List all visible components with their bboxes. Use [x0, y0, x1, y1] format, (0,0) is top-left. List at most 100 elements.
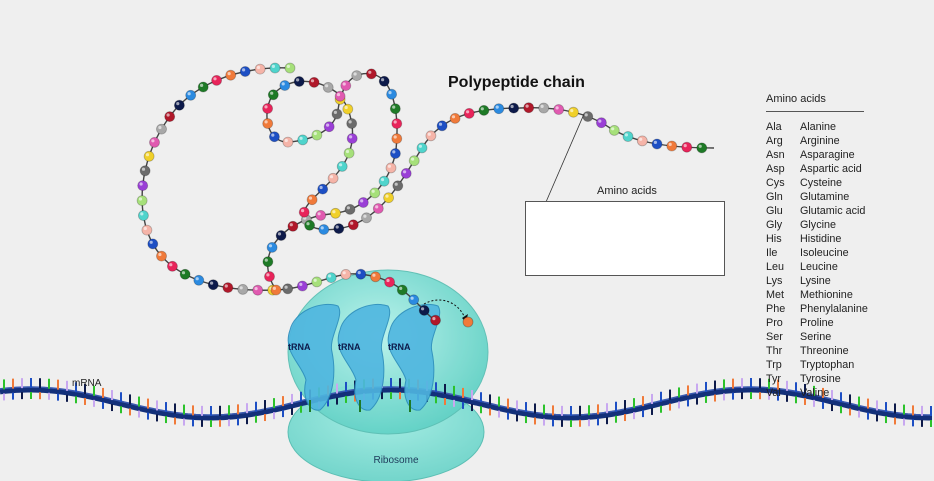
amino-acid-bead	[318, 224, 330, 235]
amino-acid-bead	[207, 279, 219, 291]
bead-highlight	[313, 278, 317, 282]
bead-highlight	[381, 78, 385, 82]
amino-acid-bead	[237, 283, 249, 295]
bead-highlight	[432, 317, 436, 321]
amino-acid-bead	[317, 183, 329, 195]
amino-acid-bead	[370, 271, 381, 283]
bead-highlight	[272, 286, 276, 290]
bead-highlight	[145, 153, 150, 157]
mrna-group	[0, 378, 932, 427]
bead-highlight	[418, 144, 422, 148]
amino-acid-bead	[308, 77, 320, 88]
legend-name: Glutamine	[800, 191, 850, 203]
bead-highlight	[158, 125, 162, 130]
bead-highlight	[151, 139, 155, 143]
amino-acid-bead	[378, 175, 390, 187]
amino-acid-bead	[330, 207, 341, 219]
amino-acid-bead	[346, 118, 358, 129]
amino-acid-bead	[666, 140, 678, 152]
legend-row: Gln Glutamine	[766, 190, 868, 204]
legend-abbr: Arg	[766, 135, 783, 147]
amino-acid-bead	[333, 223, 345, 235]
bead-highlight	[143, 226, 147, 231]
amino-acid-bead	[279, 80, 291, 91]
bead-highlight	[427, 132, 431, 136]
bead-highlight	[668, 142, 672, 146]
amino-acid-bead	[342, 103, 354, 115]
bead-highlight	[210, 281, 214, 285]
bead-highlight	[342, 271, 346, 275]
amino-acid-bead	[282, 136, 294, 148]
trna-molecule: tRNA	[287, 304, 341, 412]
amino-acid-bead	[267, 89, 279, 101]
legend-name: Phenylalanine	[800, 303, 868, 315]
bead-highlight	[149, 240, 153, 244]
amino-acid-bead	[696, 142, 708, 154]
bead-highlight	[394, 182, 398, 186]
amino-acid-bead	[173, 99, 185, 111]
bead-highlight	[380, 178, 385, 182]
amino-acid-bead	[351, 70, 363, 81]
amino-acid-bead	[197, 81, 209, 93]
amino-acid-bead	[262, 103, 274, 114]
bead-highlight	[653, 140, 658, 144]
legend-abbr: Gln	[766, 191, 783, 203]
amino-acid-bead	[262, 118, 274, 129]
bead-highlight	[286, 64, 290, 68]
amino-acid-bead	[166, 260, 178, 272]
amino-acid-bead	[331, 108, 343, 120]
bead-highlight	[271, 64, 275, 68]
amino-acid-bead	[538, 102, 550, 114]
bead-highlight	[325, 84, 329, 88]
bead-highlight	[698, 144, 702, 148]
amino-acid-bead	[222, 282, 234, 294]
bead-highlight	[306, 222, 310, 226]
trna-label: tRNA	[338, 342, 361, 352]
amino-acid-bead	[225, 69, 237, 81]
amino-acid-bead	[355, 268, 367, 280]
amino-acid-bead	[384, 276, 396, 288]
amino-acid-bead	[139, 165, 151, 177]
bead-highlight	[301, 209, 305, 213]
legend-abbr: Ser	[766, 331, 783, 343]
trna-label: tRNA	[388, 342, 411, 352]
amino-acid-bead	[141, 224, 153, 236]
bead-highlight	[289, 223, 293, 227]
bead-highlight	[639, 137, 643, 141]
trna-label: tRNA	[288, 342, 311, 352]
bead-highlight	[624, 133, 629, 137]
bead-highlight	[399, 286, 403, 290]
bead-highlight	[466, 110, 470, 114]
amino-acid-bead	[262, 256, 274, 268]
amino-acid-bead	[311, 276, 323, 288]
bead-highlight	[371, 189, 375, 193]
amino-acid-bead	[346, 133, 358, 144]
diagram-title: Polypeptide chain	[448, 74, 585, 91]
bead-highlight	[277, 232, 282, 236]
legend-name: Methionine	[800, 289, 853, 301]
bead-highlight	[270, 91, 274, 95]
bead-highlight	[411, 157, 415, 161]
amino-acid-bead	[211, 75, 223, 86]
legend-name: Arginine	[800, 135, 840, 147]
bead-highlight	[256, 65, 261, 70]
legend-name: Glutamic acid	[800, 205, 866, 217]
bead-highlight	[213, 77, 217, 81]
bead-highlight	[326, 123, 330, 127]
bead-highlight	[195, 277, 199, 281]
bead-highlight	[570, 109, 574, 113]
amino-acid-bead	[418, 304, 430, 316]
bead-highlight	[392, 150, 396, 154]
bead-highlight	[139, 182, 143, 186]
bead-highlight	[313, 131, 317, 136]
legend-abbr: Val	[766, 387, 781, 399]
